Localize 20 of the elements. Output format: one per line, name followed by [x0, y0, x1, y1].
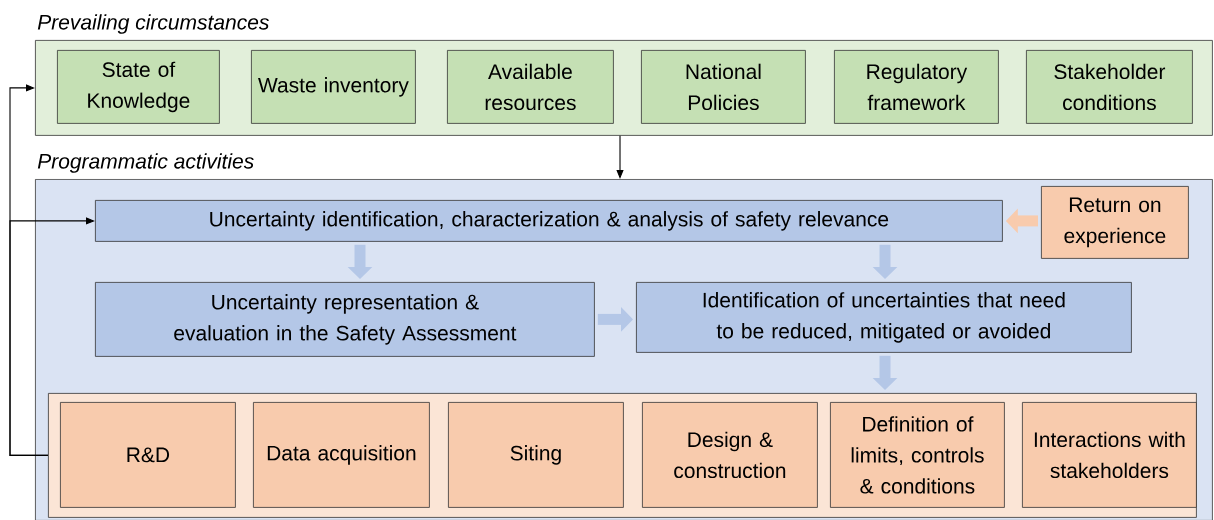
factor-box: Stakeholder conditions	[1026, 50, 1193, 124]
activity-box: Interactions with stakeholders	[1022, 402, 1197, 508]
factor-box: Waste inventory	[251, 50, 416, 124]
process-box: Identification of uncertainties that need to be reduced, mitigated or avoided	[636, 282, 1132, 353]
connector-arrow	[9, 217, 95, 456]
factor-box: State of Knowledge	[57, 50, 220, 124]
activity-box: Definition of limits, controls & conditions	[830, 402, 1005, 508]
process-box: Uncertainty representation & evaluation in the Safety Assessment	[95, 282, 595, 357]
activity-box: R&D	[60, 402, 236, 508]
input-box: Return on experience	[1041, 186, 1189, 259]
process-box: Uncertainty identification, characterization & analysis of safety relevance	[95, 200, 1003, 242]
activity-box: Design & construction	[642, 402, 818, 508]
factor-box: Available resources	[447, 50, 614, 124]
section-heading: Prevailing circumstances	[37, 14, 269, 34]
factor-box: National Policies	[641, 50, 806, 124]
connector-arrow	[616, 135, 624, 179]
activity-box: Siting	[448, 402, 624, 508]
factor-box: Regulatory framework	[834, 50, 999, 124]
activity-box: Data acquisition	[253, 402, 430, 508]
section-heading: Programmatic activities	[37, 153, 254, 173]
